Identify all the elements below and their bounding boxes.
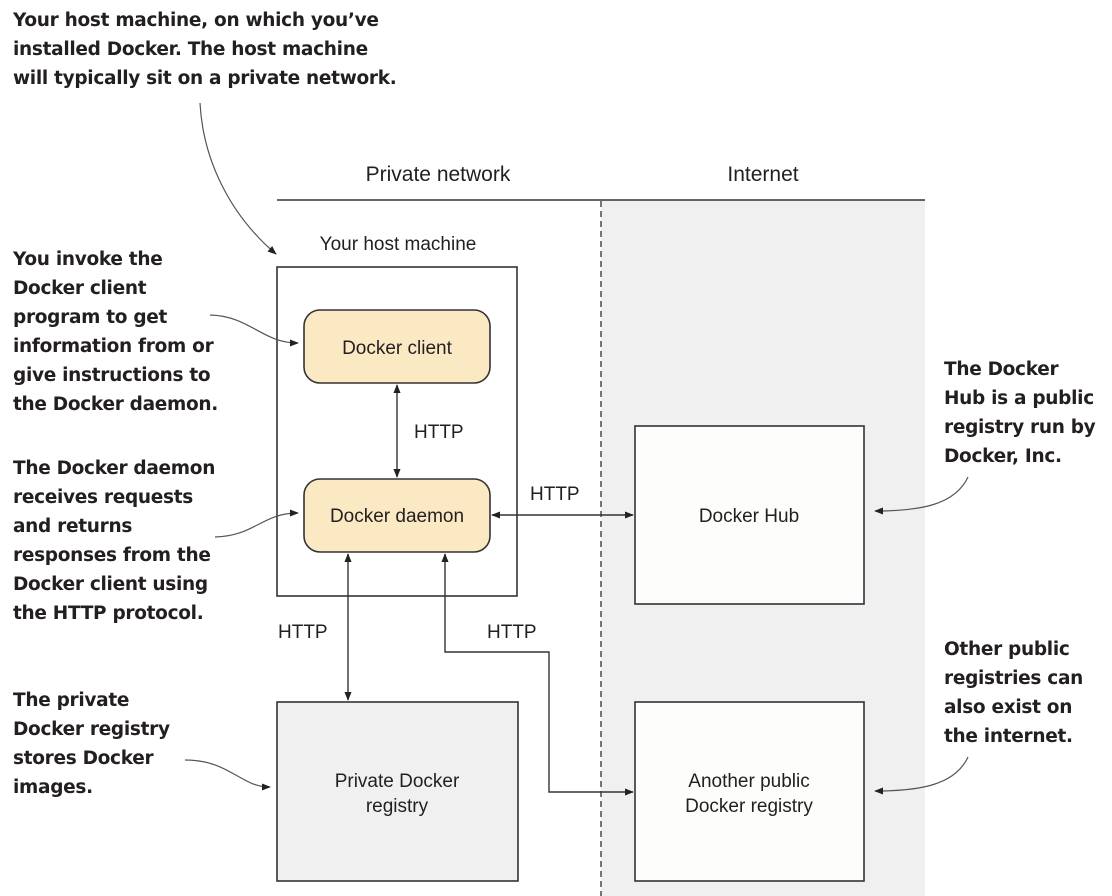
callout-hub-line: Hub is a public	[944, 388, 1094, 409]
callout-private-registry-leader	[184, 759, 271, 791]
callout-client-line: give instructions to	[13, 365, 210, 386]
callout-other-line: registries can	[944, 668, 1083, 689]
callout-daemon-line: the HTTP protocol.	[13, 603, 203, 624]
zone-label-internet: Internet	[727, 163, 798, 186]
callout-hub-leader	[874, 476, 969, 515]
private-registry-node: Private Docker registry	[276, 701, 519, 882]
callout-other-line: the internet.	[944, 726, 1073, 747]
docker-client-node: Docker client	[303, 309, 491, 384]
docker-daemon-node: Docker daemon	[303, 478, 491, 553]
callout-other: Other public registries can also exist o…	[944, 639, 1083, 747]
callout-host-line: installed Docker. The host machine	[13, 39, 368, 60]
private-registry-label-line2: registry	[366, 796, 429, 817]
callout-other-leader	[874, 756, 969, 795]
callout-private-registry-line: The private	[13, 690, 129, 711]
callout-hub-line: registry run by	[944, 417, 1096, 438]
callout-client-line: the Docker daemon.	[13, 394, 218, 415]
callout-other-line: Other public	[944, 639, 1070, 660]
callout-client: You invoke the Docker client program to …	[12, 249, 218, 415]
callout-hub: The Docker Hub is a public registry run …	[944, 359, 1096, 467]
callout-host-leader	[199, 102, 277, 255]
docker-daemon-label: Docker daemon	[330, 506, 464, 527]
callout-client-leader	[209, 314, 299, 347]
callout-private-registry-line: Docker registry	[13, 719, 170, 740]
callout-daemon-line: The Docker daemon	[13, 458, 215, 479]
another-registry-label-line2: Docker registry	[685, 796, 813, 817]
edge-client-daemon-label: HTTP	[414, 422, 464, 443]
callout-host: Your host machine, on which you’ve insta…	[12, 10, 397, 89]
docker-hub-node: Docker Hub	[634, 425, 865, 605]
callout-client-line: program to get	[13, 307, 168, 328]
callout-daemon-leader	[214, 509, 299, 538]
callout-daemon-line: and returns	[13, 516, 132, 537]
docker-client-label: Docker client	[342, 338, 453, 359]
callout-daemon: The Docker daemon receives requests and …	[13, 458, 215, 624]
callout-client-line: information from or	[13, 336, 215, 357]
callout-daemon-line: responses from the	[13, 545, 211, 566]
callout-private-registry: The private Docker registry stores Docke…	[13, 690, 170, 798]
another-registry-node: Another public Docker registry	[634, 701, 865, 882]
edge-daemon-private-registry-label: HTTP	[278, 622, 328, 643]
callout-daemon-line: receives requests	[13, 487, 193, 508]
callout-client-line: You invoke the	[12, 249, 162, 270]
callout-private-registry-line: images.	[13, 777, 93, 798]
callout-host-line: Your host machine, on which you’ve	[12, 10, 379, 31]
zone-label-private: Private network	[366, 163, 511, 186]
host-machine-label: Your host machine	[320, 234, 477, 255]
callout-other-line: also exist on	[944, 697, 1072, 718]
docker-hub-label: Docker Hub	[699, 506, 799, 527]
edge-daemon-hub-label: HTTP	[530, 484, 580, 505]
edge-daemon-another-registry-label: HTTP	[487, 622, 537, 643]
private-registry-label-line1: Private Docker	[335, 771, 460, 792]
edge-daemon-another-registry	[441, 553, 634, 796]
callout-client-line: Docker client	[13, 278, 147, 299]
callout-private-registry-line: stores Docker	[13, 748, 154, 769]
callout-host-line: will typically sit on a private network.	[13, 68, 396, 89]
callout-hub-line: The Docker	[944, 359, 1059, 380]
callout-daemon-line: Docker client using	[13, 574, 208, 595]
another-registry-label-line1: Another public	[688, 771, 809, 792]
callout-hub-line: Docker, Inc.	[944, 446, 1062, 467]
